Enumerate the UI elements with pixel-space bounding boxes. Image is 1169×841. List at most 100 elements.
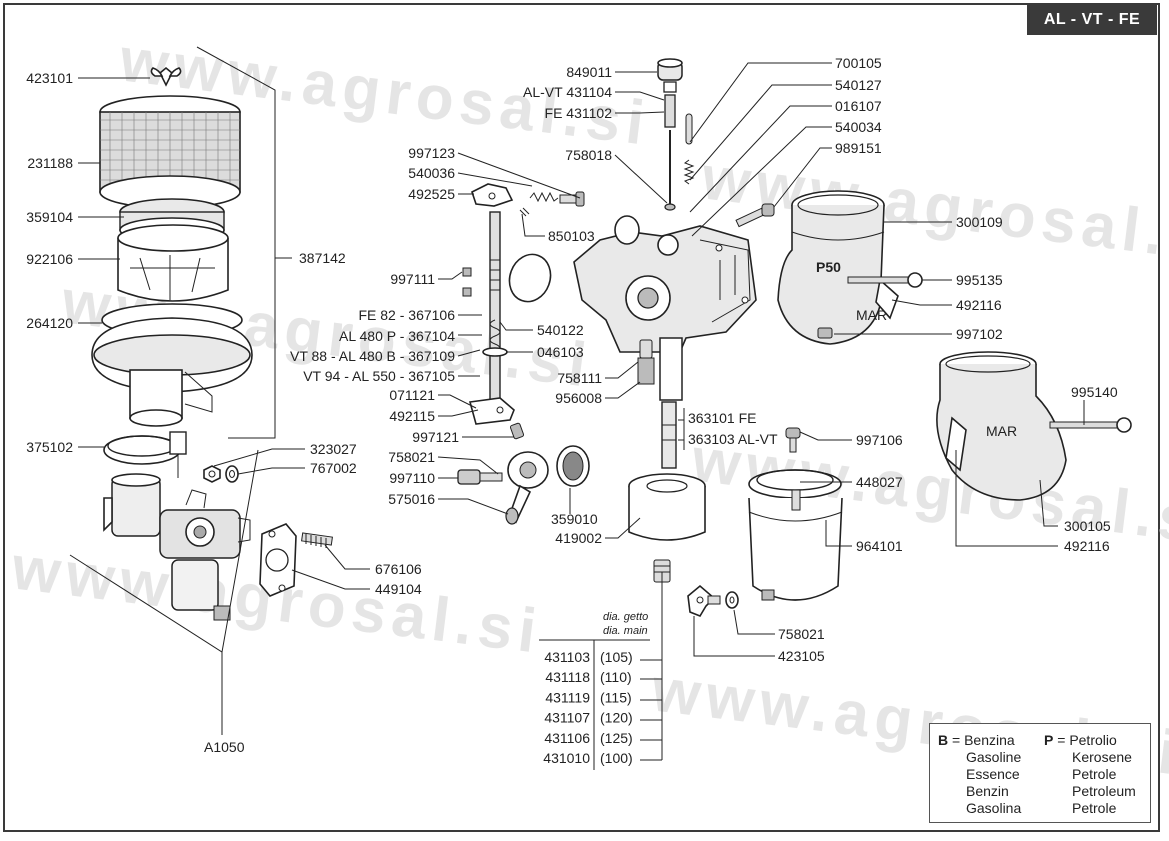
jet-diameter: (100) xyxy=(600,750,633,766)
split-pin-part xyxy=(519,207,530,217)
needle-spring-part xyxy=(683,113,695,185)
elbow-screw-part xyxy=(735,203,775,228)
jet-part-number: 431107 xyxy=(544,710,590,726)
part-number-label: 758021 xyxy=(388,449,435,465)
part-number-label: VT 94 - AL 550 - 367105 xyxy=(303,368,455,384)
throttle-lever-part xyxy=(468,397,515,425)
part-number-label: 423105 xyxy=(778,648,825,664)
throttle-disc-part xyxy=(508,253,552,303)
legend-benzina-column: B = Benzina Gasoline Essence Benzin Gaso… xyxy=(938,732,1021,817)
part-number-label: 997110 xyxy=(389,470,435,486)
part-number-label: 375102 xyxy=(26,439,73,455)
hose-clamp-part xyxy=(103,431,187,478)
part-number-label: 995135 xyxy=(956,272,1003,288)
throttle-screw-part xyxy=(462,267,472,297)
legend-term: Petrolio xyxy=(1069,732,1117,748)
legend-term: Petroleum xyxy=(1072,783,1136,799)
jet-diameter: (110) xyxy=(600,669,632,685)
legend-term: Benzina xyxy=(964,732,1015,748)
lever-screw-part xyxy=(559,191,585,207)
part-number-label: 387142 xyxy=(299,250,346,266)
choke-lever-part xyxy=(471,183,514,207)
mar-marking: MAR xyxy=(986,423,1017,439)
part-number-label: 046103 xyxy=(537,344,584,360)
jet-diameter: (105) xyxy=(600,649,633,665)
jet-table-rows: 431103(105)431118(110)431119(115)431107(… xyxy=(543,649,632,766)
filter-base-part xyxy=(91,303,253,427)
part-number-label: 071121 xyxy=(389,387,435,403)
part-number-label: 449104 xyxy=(375,581,422,597)
part-number-label: A1050 xyxy=(204,739,245,755)
legend-term: Petrole xyxy=(1072,766,1117,782)
part-number-label: 300105 xyxy=(1064,518,1111,534)
fibre-washer-part xyxy=(725,591,739,609)
part-number-label: 448027 xyxy=(856,474,903,490)
part-number-label: 359010 xyxy=(551,511,598,527)
left-part-numbers: 423101 231188 359104 922106 264120 38714… xyxy=(26,70,422,755)
wing-nut-part xyxy=(150,66,182,87)
part-number-label: 989151 xyxy=(835,140,882,156)
bowl-screw-part xyxy=(785,427,801,511)
part-number-label: 492116 xyxy=(956,297,1002,313)
oil-bath-bowl-part xyxy=(748,469,843,601)
part-number-label: 956008 xyxy=(555,390,602,406)
part-number-label: 363101 FE xyxy=(688,410,757,426)
part-number-label: FE 431102 xyxy=(545,105,613,121)
drain-plug-part xyxy=(817,327,833,339)
throttle-shaft-part xyxy=(489,211,501,409)
washer-part xyxy=(225,465,239,483)
jet-diameter: (120) xyxy=(600,710,633,726)
jet-table-header-en: dia. main xyxy=(603,625,648,637)
part-number-label: 323027 xyxy=(310,441,357,457)
stop-screw-part xyxy=(509,422,525,440)
jet-part-number: 431106 xyxy=(544,730,590,746)
fuel-legend: B = Benzina Gasoline Essence Benzin Gaso… xyxy=(929,723,1151,823)
part-number-label: 540036 xyxy=(408,165,455,181)
p50-marking: P50 xyxy=(816,259,841,275)
part-number-label: 758018 xyxy=(565,147,612,163)
part-number-label: 231188 xyxy=(27,155,73,171)
model-tag: AL - VT - FE xyxy=(1027,5,1157,35)
jet-part-number: 431119 xyxy=(545,689,590,705)
idle-jet-part xyxy=(637,339,655,385)
float-needle-part xyxy=(664,130,676,211)
air-filter-assembly xyxy=(91,66,253,483)
float-bowl-part xyxy=(628,473,706,541)
part-number-label: 540122 xyxy=(537,322,584,338)
part-number-label: 964101 xyxy=(856,538,903,554)
part-number-label: 767002 xyxy=(310,460,357,476)
legend-equals: = xyxy=(1057,732,1066,748)
filter-mesh-part xyxy=(99,95,241,209)
part-number-label: 995140 xyxy=(1071,384,1118,400)
part-number-label: 423101 xyxy=(26,70,73,86)
part-number-label: 849011 xyxy=(566,64,612,80)
wing-screw-part xyxy=(687,584,721,617)
part-number-label: 997123 xyxy=(408,145,455,161)
part-number-label: 758021 xyxy=(778,626,825,642)
carburettor-body-assembly xyxy=(457,58,757,617)
part-number-label: 850103 xyxy=(548,228,595,244)
stud-part xyxy=(301,532,333,548)
main-jet-size-table: dia. getto dia. main 431103(105)431118(1… xyxy=(543,611,648,766)
nut-part xyxy=(203,465,221,483)
legend-term: Essence xyxy=(966,766,1020,782)
legend-key-p: P xyxy=(1044,732,1054,748)
part-number-label: 359104 xyxy=(26,209,73,225)
legend-term: Kerosene xyxy=(1072,749,1132,765)
lever-spring-part xyxy=(529,191,559,203)
legend-petrolio-column: P = Petrolio Kerosene Petrole Petroleum … xyxy=(1044,732,1136,817)
flange-gasket-part xyxy=(259,523,297,597)
legend-term: Gasolina xyxy=(966,800,1022,816)
carburettor-body-part xyxy=(573,215,757,401)
right-part-numbers: 700105 540127 016107 540034 989151 30010… xyxy=(835,55,1118,554)
outlet-elbow-part: MAR xyxy=(936,351,1132,501)
mar-marking: MAR xyxy=(856,307,887,323)
float-cap-part xyxy=(657,58,683,128)
left-leader-lines xyxy=(69,46,370,735)
middle-part-numbers: 849011 AL-VT 431104 FE 431102 758018 997… xyxy=(290,64,825,664)
part-number-label: 264120 xyxy=(26,315,73,331)
part-number-label: FE 82 - 367106 xyxy=(358,307,455,323)
part-number-label: 997121 xyxy=(412,429,459,445)
